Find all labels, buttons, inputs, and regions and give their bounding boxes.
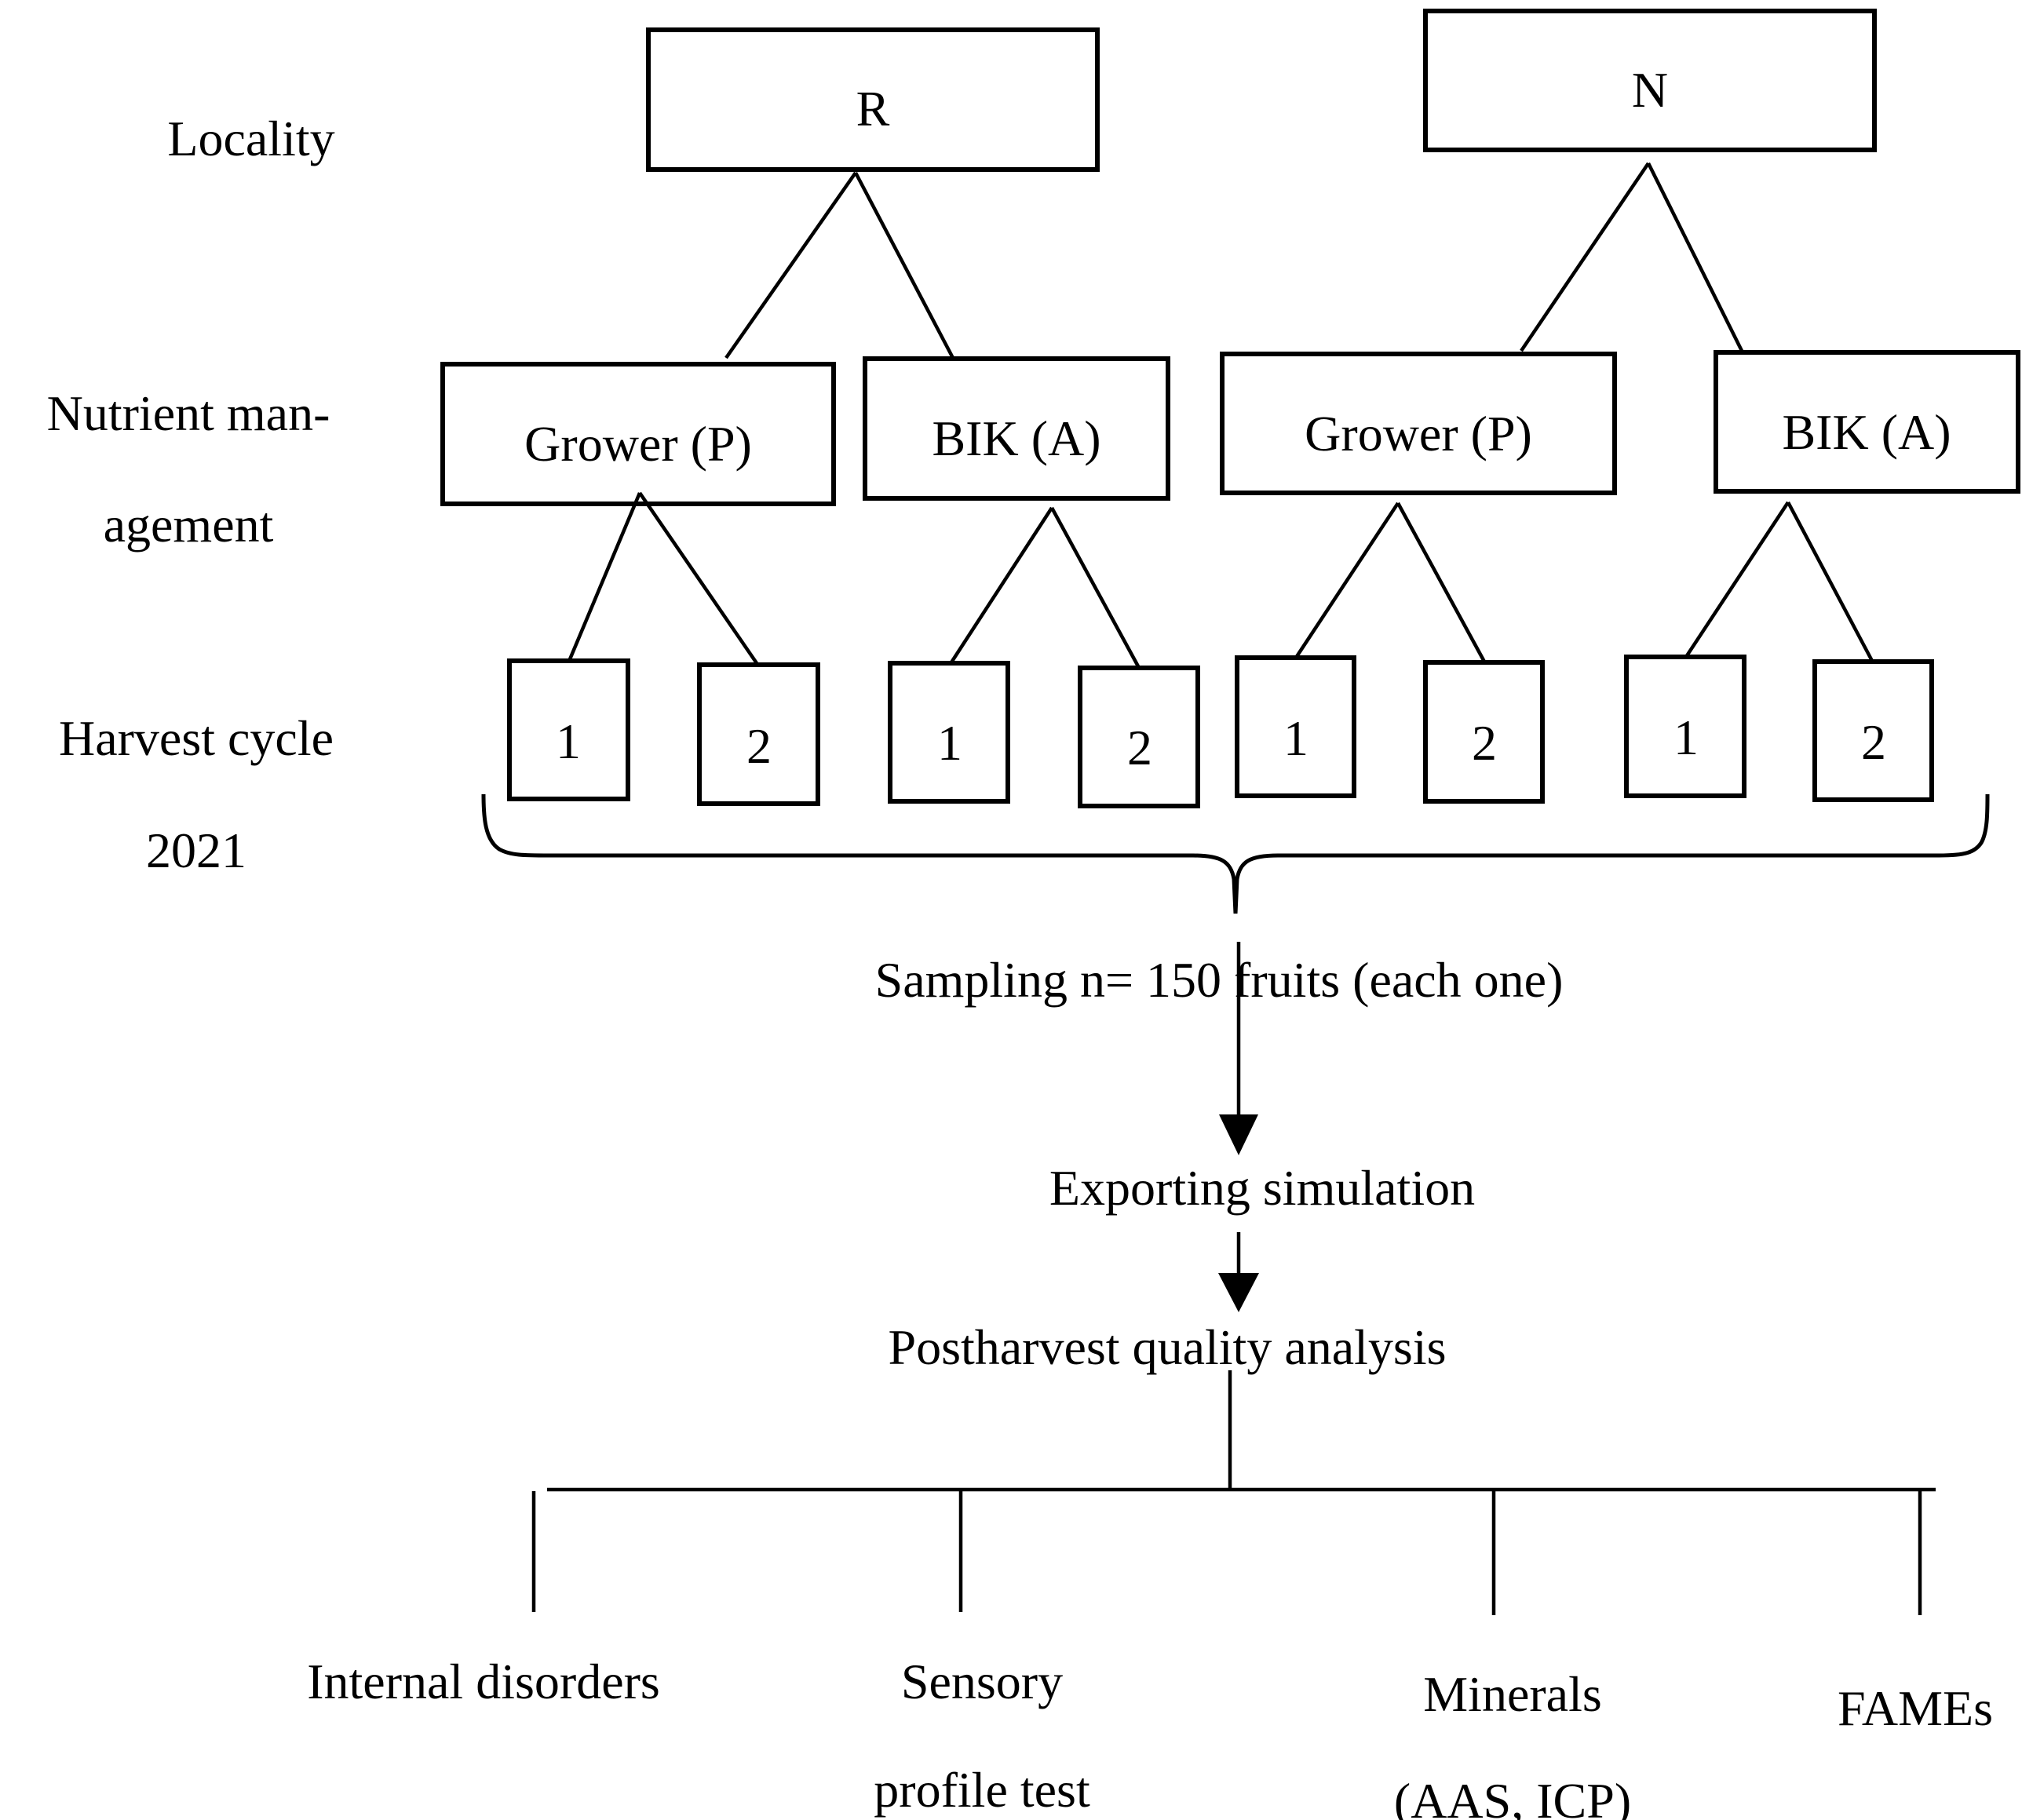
connector-n-grower-to-1 — [1294, 502, 1400, 659]
cycle-box-r-grower-2 — [697, 662, 820, 806]
locality-label-n: N — [1632, 62, 1668, 118]
connector-r-grower-to-2 — [638, 491, 758, 665]
analysis-internal-disorders: Internal disorders — [307, 1654, 660, 1709]
connector-n-to-bik — [1646, 162, 1746, 357]
connector-n-grower-to-2 — [1396, 502, 1486, 663]
cycle-box-n-grower-1 — [1235, 655, 1356, 798]
cycle-label-n-grower-1: 1 — [1283, 710, 1308, 766]
cycle-label-n-bik-2: 2 — [1861, 714, 1886, 770]
connector-r-to-bik — [854, 171, 955, 361]
row-label-nutrient-line2: agement — [104, 497, 274, 553]
arrow-sampling-to-exporting-head — [1219, 1114, 1258, 1155]
management-label-r-bik: BIK (A) — [932, 410, 1100, 466]
analysis-minerals-line2: (AAS, ICP) — [1394, 1773, 1631, 1820]
cycle-label-n-grower-2: 2 — [1472, 715, 1497, 771]
cycle-label-r-bik-1: 1 — [937, 715, 962, 771]
arrow-exporting-to-postharvest-head — [1218, 1273, 1259, 1312]
cycle-box-r-bik-2 — [1078, 666, 1200, 808]
row-label-harvest-line2: 2021 — [146, 822, 246, 878]
analysis-fames: FAMEs — [1838, 1680, 1993, 1736]
management-box-n-grower — [1220, 352, 1617, 495]
locality-n-branch: N Grower (P) BIK (A) 1 2 1 2 — [1220, 9, 2020, 804]
row-label-nutrient-line1: Nutrient man- — [47, 385, 330, 441]
connector-n-to-grower — [1520, 162, 1650, 352]
management-label-n-bik: BIK (A) — [1782, 404, 1951, 460]
locality-box-r — [646, 27, 1100, 172]
cycle-label-r-grower-1: 1 — [556, 713, 581, 769]
cycle-box-n-bik-1 — [1624, 655, 1746, 798]
analysis-minerals-line1: Minerals — [1423, 1666, 1602, 1722]
locality-r-branch: R Grower (P) BIK (A) 1 2 1 2 — [440, 27, 1200, 808]
postharvest-text: Postharvest quality analysis — [888, 1319, 1446, 1375]
row-label-harvest-line1: Harvest cycle — [59, 710, 334, 766]
cycle-box-r-grower-1 — [507, 658, 630, 801]
cycle-label-r-grower-2: 2 — [746, 718, 772, 774]
grouping-brace — [481, 793, 1990, 914]
cycle-label-n-bik-1: 1 — [1673, 709, 1699, 765]
management-box-n-bik — [1714, 350, 2020, 494]
analysis-sensory-line1: Sensory — [901, 1654, 1063, 1709]
row-label-locality: Locality — [167, 111, 334, 166]
analysis-sensory-line2: profile test — [874, 1762, 1090, 1818]
connector-n-bik-to-1 — [1684, 501, 1790, 658]
exporting-text: Exporting simulation — [1049, 1160, 1475, 1216]
management-box-r-grower — [440, 362, 836, 506]
management-label-r-grower: Grower (P) — [524, 416, 752, 472]
cycle-label-r-bik-2: 2 — [1127, 720, 1152, 775]
locality-label-r: R — [856, 81, 890, 137]
connector-r-bik-to-2 — [1050, 506, 1140, 668]
cycle-box-n-bik-2 — [1812, 659, 1934, 802]
management-label-n-grower: Grower (P) — [1305, 406, 1532, 461]
locality-box-n — [1423, 9, 1877, 152]
cycle-box-n-grower-2 — [1423, 660, 1545, 804]
connector-r-to-grower — [724, 171, 857, 359]
connector-r-grower-to-1 — [568, 492, 642, 660]
connector-r-bik-to-1 — [950, 506, 1053, 664]
cycle-box-r-bik-1 — [888, 661, 1010, 804]
connector-n-bik-to-2 — [1787, 501, 1874, 662]
sampling-text: Sampling n= 150 fruits (each one) — [875, 952, 1564, 1008]
management-box-r-bik — [863, 356, 1170, 501]
